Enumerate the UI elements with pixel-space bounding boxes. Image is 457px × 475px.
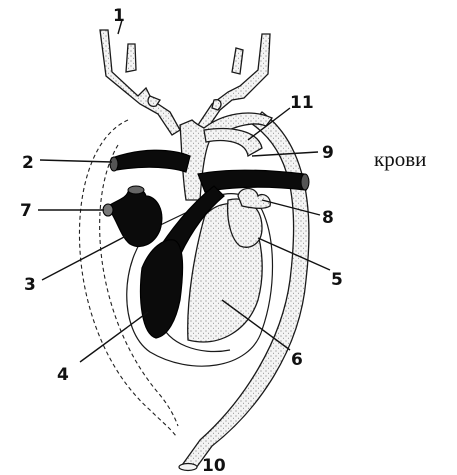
label-8: 8 [322,208,334,228]
aortic-arch-11 [204,129,262,156]
vein-9-opening [301,174,309,190]
vessel-8-stub [238,189,270,209]
label-4: 4 [57,365,69,385]
vein-7-atrium [108,189,162,247]
carotid-left-twig [126,44,136,72]
side-text: крови [374,147,426,171]
leader-2 [40,160,112,162]
leader-8 [262,200,320,215]
ventricle-4-dark [141,240,183,338]
carotid-left [100,30,180,135]
label-5: 5 [331,270,343,290]
label-9: 9 [322,143,334,163]
vein-7-top [128,186,144,194]
label-1: 1 [113,6,125,26]
label-2: 2 [22,153,34,173]
vein-2 [112,150,190,172]
label-10: 10 [202,456,226,475]
vein-7-opening [103,204,113,216]
small-branch-right [212,100,221,110]
leader-4 [80,312,148,362]
label-3: 3 [24,275,36,295]
vessel-end-10 [179,464,197,471]
leader-3 [42,236,126,280]
label-11: 11 [290,93,314,113]
carotid-right-twig [232,48,243,74]
label-6: 6 [291,350,303,370]
vein-2-opening [110,157,118,171]
label-7: 7 [20,201,32,221]
